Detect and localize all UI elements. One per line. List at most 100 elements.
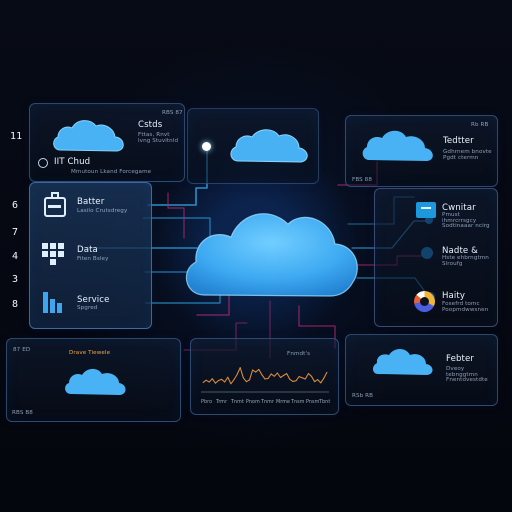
chart-point: [255, 371, 257, 373]
right-status-card[interactable]: Cwnitar Pmust ihmrcrrsgcy Sodtinaaar nci…: [374, 188, 498, 327]
chart-x-tick-3: Tnmt: [231, 400, 244, 405]
chart-point: [205, 379, 207, 381]
chart-x-tick-9: Tbnt: [319, 400, 331, 405]
chart-point: [267, 378, 269, 379]
pie-chart-icon-center: [420, 297, 429, 306]
chart-point: [283, 375, 284, 376]
chart-point: [289, 378, 291, 380]
chart-point: [227, 376, 229, 378]
chart-x-tick-4: Pnom: [246, 400, 260, 405]
data-detail: Fiten Bsley: [77, 256, 109, 262]
chart-point: [298, 376, 300, 377]
top-right-card-title: Tedtter: [443, 136, 474, 146]
chart-point: [304, 378, 306, 380]
bottom-right-subtitle: Dveoy tebnggtmn Fnentdvestdte: [446, 366, 488, 384]
chart-point: [242, 377, 244, 379]
chart-point: [292, 381, 294, 382]
chart-point: [215, 382, 216, 384]
chart-title: Fnmdt's: [287, 351, 311, 357]
bottom-right-cloud-card[interactable]: Febter Dveoy tebnggtmn Fnentdvestdte RSb…: [345, 334, 498, 406]
chart-point: [233, 379, 235, 380]
bottom-right-footer: RSb RB: [352, 393, 374, 399]
cwnitar-label: Cwnitar: [442, 203, 476, 213]
top-right-cloud-card[interactable]: Tedtter Gdhrnem bnovte Pgdt ctermn FBS 8…: [345, 115, 498, 187]
chart-point: [249, 379, 250, 381]
server-icon: [44, 197, 66, 217]
chart-point: [317, 379, 319, 380]
chart-point: [264, 378, 266, 380]
bar-chart-icon-bar: [50, 299, 55, 313]
bottom-left-cloud-card[interactable]: 87 ED Drave Tiewele RBS B8: [6, 338, 181, 422]
chart-series-line: [202, 367, 328, 385]
chart-point: [286, 373, 288, 374]
service-label: Service: [77, 295, 110, 305]
cloud-icon: [53, 120, 124, 152]
chart-x-tick-5: Tnmr: [261, 400, 275, 405]
top-left-cloud-description: Mmutoun Lkand Forcegame: [71, 169, 152, 175]
chart-point: [314, 381, 315, 383]
chart-x-tick-2: Trmr: [216, 400, 228, 405]
chart-point: [308, 373, 309, 374]
main-cloud-icon: [185, 213, 358, 297]
chart-point: [218, 380, 219, 381]
cwnitar-detail: Pmust ihmrcrrsgcy Sodtinaaar ncirg: [442, 212, 490, 230]
top-left-card-title: Cstds: [138, 120, 163, 130]
top-right-card-corner: Rb RB: [471, 122, 489, 128]
grid-data-icon: [42, 243, 65, 266]
chart-point: [270, 373, 272, 375]
top-right-card-subtitle: Gdhrnem bnovte Pgdt ctermn: [443, 149, 492, 161]
chart-point: [277, 372, 278, 374]
battery-detail: Lasilo Crutsdregy: [77, 208, 128, 214]
haity-detail: Fosefrd tomc Poopmdwwsnen: [442, 301, 489, 313]
battery-label: Batter: [77, 197, 105, 207]
service-detail: Spgred: [77, 305, 98, 311]
chart-point: [301, 377, 303, 379]
cloud-icon: [230, 129, 308, 163]
left-number-1: 11: [10, 131, 23, 142]
chart-point: [236, 374, 238, 375]
chart-point: [320, 382, 322, 384]
chart-point: [261, 374, 263, 376]
connector-dot-top: [202, 142, 211, 151]
line-chart: [201, 367, 329, 393]
data-label: Data: [77, 245, 98, 255]
left-service-panel[interactable]: Batter Lasilo Crutsdregy Data Fiten Bsle…: [29, 182, 152, 329]
nadte-label: Nadte &: [442, 246, 478, 256]
chart-point: [295, 380, 297, 382]
top-left-cloud-label: IIT Chud: [54, 157, 91, 167]
chart-point: [326, 371, 328, 373]
bottom-left-code: 87 ED: [13, 347, 31, 353]
bottom-left-footer: RBS B8: [12, 410, 33, 416]
chart-x-tick-7: Tnsm: [291, 400, 305, 405]
cloud-icon: [362, 130, 433, 161]
chart-point: [202, 382, 204, 383]
left-number-2: 6: [12, 200, 19, 211]
top-left-card-subtitle: Fttas, Rnvt lvng Stuvitnld: [138, 132, 179, 144]
cloud-icon: [372, 349, 433, 375]
chart-point: [311, 375, 312, 377]
chart-x-tick-8: Pnsm: [306, 400, 320, 405]
chart-point: [221, 378, 222, 380]
document-icon-line: [421, 207, 431, 209]
left-number-5: 3: [12, 274, 19, 285]
chart-point: [224, 381, 226, 383]
top-right-card-footer: FBS 88: [352, 177, 373, 183]
analytics-chart-card[interactable]: Fnmdt's Pbro Trmr Tnmt Pnom Tnmr Mrme Tn…: [190, 338, 339, 415]
server-badge-icon: [38, 158, 48, 168]
chart-point: [252, 369, 253, 371]
top-left-cloud-card[interactable]: Cstds Fttas, Rnvt lvng Stuvitnld RBS 87 …: [29, 103, 185, 182]
chart-x-tick-6: Mrme: [276, 400, 291, 405]
bottom-left-label: Drave Tiewele: [69, 350, 111, 356]
chart-point: [280, 377, 281, 378]
chart-point: [258, 369, 260, 370]
chart-point: [230, 383, 232, 385]
left-number-6: 8: [12, 299, 19, 310]
bottom-right-title: Febter: [446, 354, 475, 364]
server-icon-slot: [48, 205, 61, 208]
document-icon: [416, 202, 436, 218]
chart-point: [208, 381, 210, 383]
chart-point: [211, 378, 213, 380]
bar-chart-icon: [43, 292, 48, 313]
chart-point: [239, 367, 241, 368]
